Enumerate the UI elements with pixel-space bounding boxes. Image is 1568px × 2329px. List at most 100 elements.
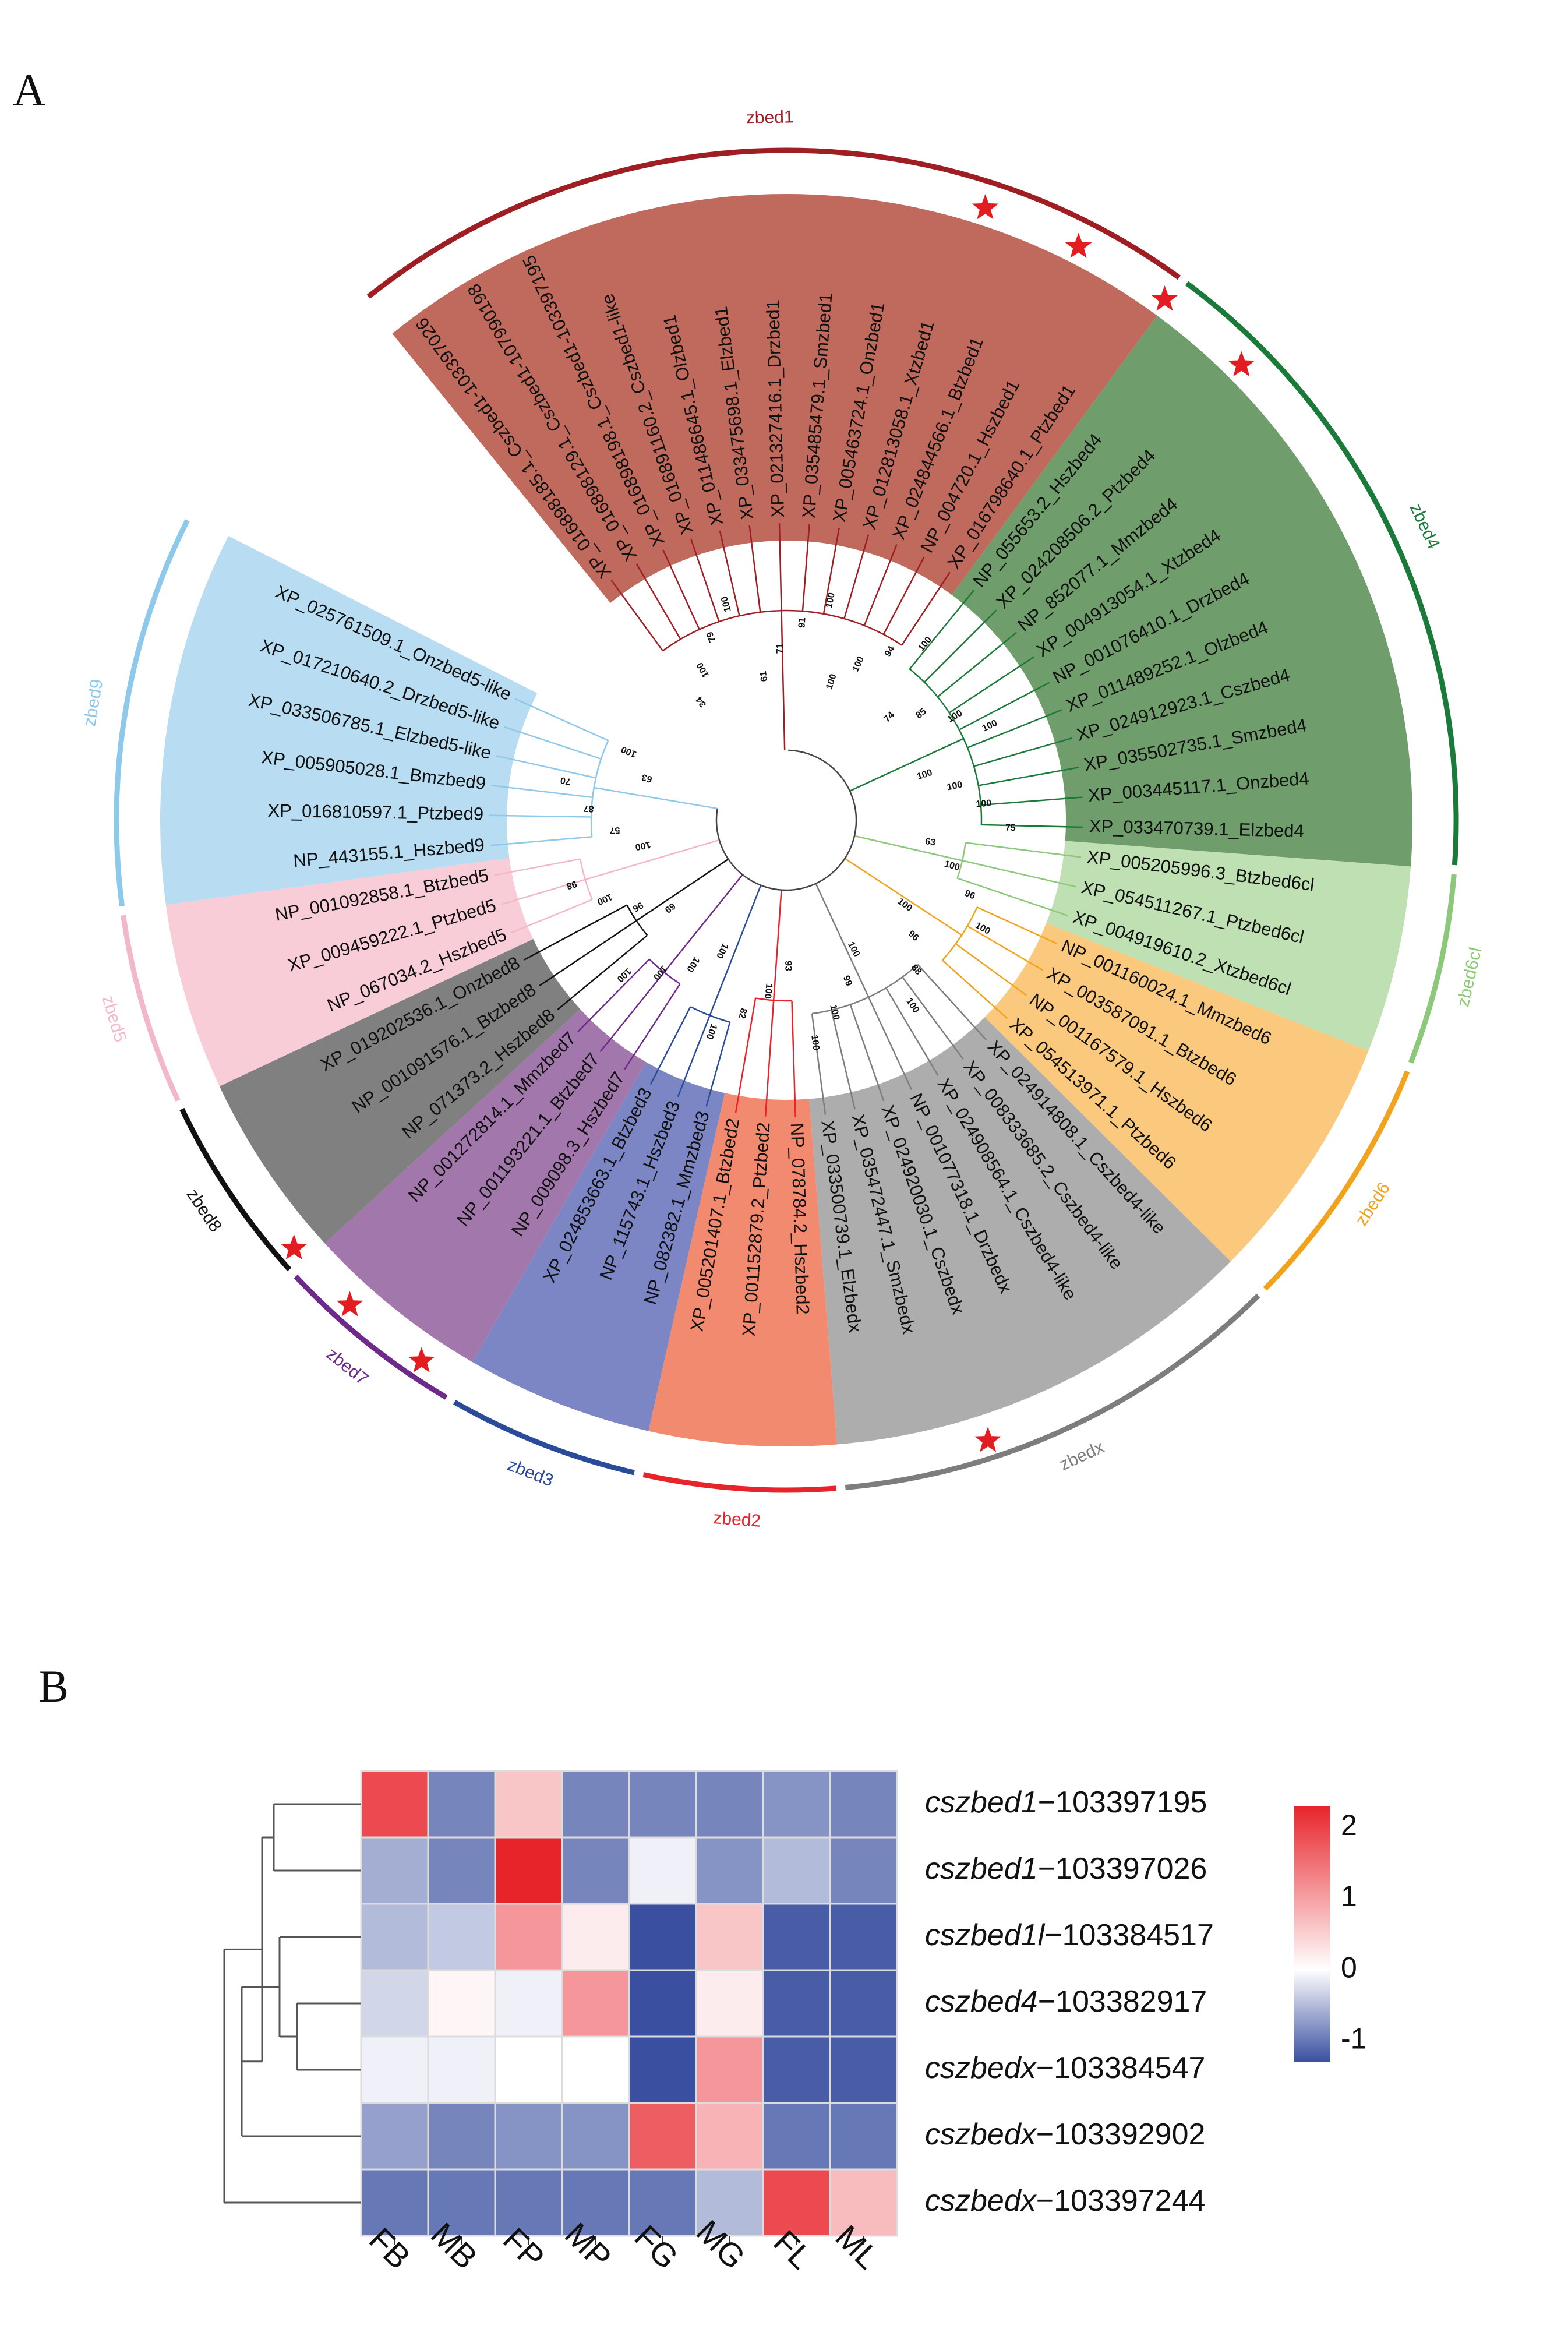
branch <box>496 755 596 779</box>
bootstrap-value: 93 <box>783 961 793 971</box>
legend-tick-label: 0 <box>1341 1951 1357 1984</box>
clade-arc-zbed3 <box>453 1399 635 1476</box>
heatmap-cell <box>695 1836 764 1905</box>
clade-sector-zbedx <box>808 1017 1231 1445</box>
branch <box>909 590 975 670</box>
branch <box>748 525 761 612</box>
heatmap-cell <box>561 2168 630 2237</box>
bootstrap-value: 100 <box>828 1004 841 1021</box>
heatmap-cell <box>628 1903 697 1971</box>
branch-stem <box>635 858 729 922</box>
branch <box>965 842 1082 858</box>
heatmap-cell <box>628 2102 697 2171</box>
clade-sector-zbed3 <box>472 1062 725 1431</box>
bootstrap-value: 100 <box>719 595 733 613</box>
bootstrap-value: 100 <box>946 779 963 792</box>
branch <box>524 904 627 961</box>
heatmap-cell <box>628 1969 697 2038</box>
heatmap-cell <box>829 1903 898 1971</box>
heatmap-cell <box>762 1770 831 1839</box>
heatmap-cell <box>695 2035 764 2104</box>
clade-sector-zbed4 <box>952 315 1412 867</box>
clade-arc-zbed5 <box>121 915 181 1102</box>
branch <box>494 858 581 876</box>
branch <box>662 549 700 630</box>
branch <box>822 527 840 614</box>
bootstrap-value: 100 <box>824 592 837 609</box>
bootstrap-value: 91 <box>797 617 807 628</box>
branch <box>973 737 1072 767</box>
color-legend-bar <box>1294 1806 1330 2062</box>
heatmap-cell <box>494 1903 563 1971</box>
heatmap-cell <box>829 1770 898 1839</box>
heatmap-cell <box>494 1836 563 1905</box>
heatmap-cell <box>494 1770 563 1839</box>
heatmap-cell <box>695 2168 764 2237</box>
row-label: cszbed1−103397195 <box>925 1785 1207 1819</box>
branch <box>962 860 1076 888</box>
heatmap-cell <box>829 1836 898 1905</box>
clade-arc-zbed7 <box>294 1275 448 1400</box>
star-icon <box>280 1234 308 1260</box>
heatmap-cell <box>695 2102 764 2171</box>
legend-tick-label: -1 <box>1341 2023 1366 2055</box>
star-icon <box>1065 232 1092 258</box>
branch <box>801 524 810 612</box>
heatmap-cell <box>762 2102 831 2171</box>
heatmap-cell <box>762 1903 831 1971</box>
branch <box>942 959 1008 1019</box>
bootstrap-value: 96 <box>631 899 645 913</box>
branch <box>791 1000 796 1117</box>
heatmap-cell <box>561 1836 630 1905</box>
branch <box>981 824 1083 828</box>
heatmap-cell <box>427 1969 496 2038</box>
panel-a-label: A <box>13 65 46 115</box>
heatmap-cell <box>427 2035 496 2104</box>
heatmap-cell <box>427 2102 496 2171</box>
clade-sector-zbed2 <box>648 1093 838 1446</box>
heatmap-cell <box>561 2102 630 2171</box>
branch <box>624 983 681 1070</box>
heatmap-cell <box>762 2035 831 2104</box>
branch <box>514 698 609 742</box>
bootstrap-value: 75 <box>1005 823 1016 834</box>
clade-sector-zbed7 <box>324 1009 647 1363</box>
bootstrap-value: 99 <box>841 974 854 987</box>
bootstrap-value: 94 <box>883 644 897 658</box>
branch <box>978 767 1079 786</box>
heatmap-cell <box>360 1836 429 1905</box>
branch <box>504 726 602 760</box>
bootstrap-value: 57 <box>609 825 620 835</box>
heatmap-cell <box>695 1969 764 2038</box>
branch <box>923 609 997 683</box>
heatmap-cell <box>695 1770 764 1839</box>
star-icon <box>974 1427 1001 1452</box>
branch <box>734 998 757 1113</box>
branch <box>967 925 1043 971</box>
branch <box>599 972 665 1053</box>
clade-arc-zbed4 <box>1185 281 1459 866</box>
heatmap-cell <box>494 2102 563 2171</box>
heatmap-cell <box>494 2035 563 2104</box>
branch <box>977 906 1057 944</box>
heatmap-cell <box>829 2035 898 2104</box>
branch <box>778 523 782 611</box>
clade-sector-zbed1 <box>392 194 1157 603</box>
heatmap-cell <box>427 2168 496 2237</box>
branch <box>937 631 1017 698</box>
bootstrap-value: 98 <box>565 878 578 891</box>
branch <box>868 997 913 1091</box>
star-icon <box>1151 285 1178 311</box>
branch <box>955 943 1027 996</box>
clade-arc-zbed2 <box>642 1472 836 1493</box>
clade-label-zbed2: zbed2 <box>712 1508 761 1531</box>
branch <box>491 785 593 799</box>
branch-stem <box>844 858 962 936</box>
bootstrap-value: 100 <box>976 798 992 809</box>
heatmap-cell <box>628 2168 697 2237</box>
star-icon <box>408 1347 435 1372</box>
heatmap-cell <box>360 1969 429 2038</box>
clade-arc-zbedx <box>845 1293 1260 1491</box>
branch <box>948 656 1035 714</box>
